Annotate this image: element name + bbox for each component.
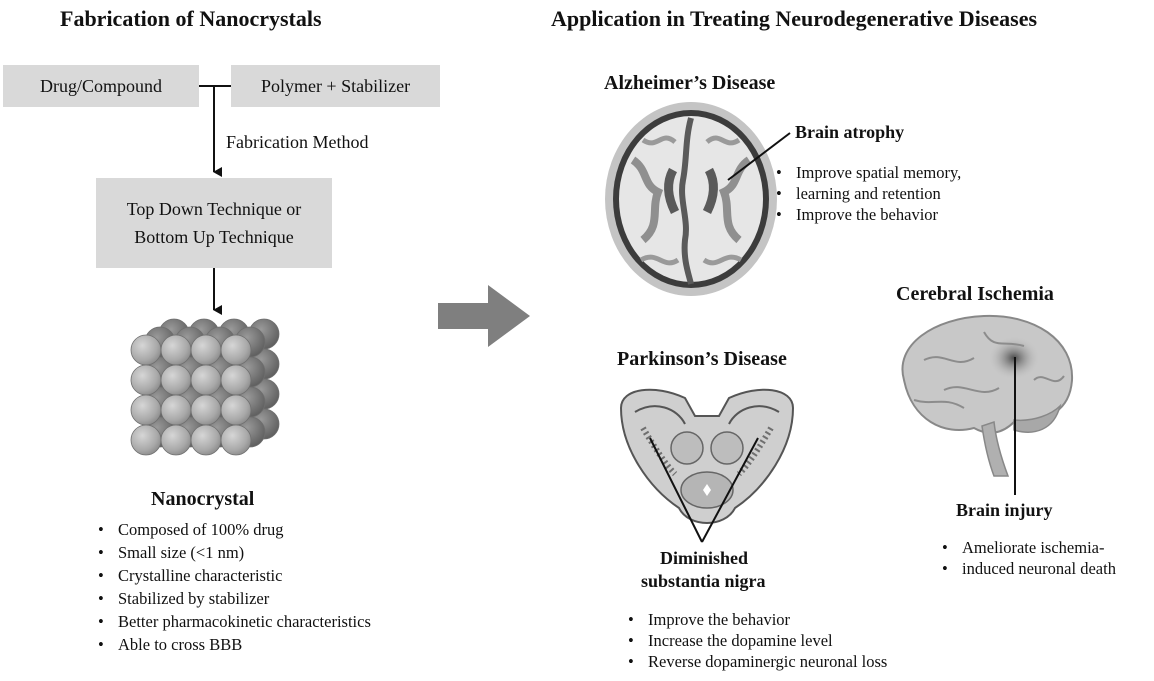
big-right-arrow-icon [438, 285, 530, 347]
nanocrystal-title: Nanocrystal [151, 488, 255, 510]
substantia-nigra-label-line-2: substantia nigra [641, 571, 766, 591]
fabrication-connectors [199, 85, 231, 315]
nanocrystal-cube-illustration [130, 318, 280, 456]
list-item: Better pharmacokinetic characteristics [96, 610, 371, 633]
parkinsons-midbrain-illustration [619, 388, 795, 524]
alzheimers-title: Alzheimer’s Disease [604, 72, 776, 94]
fabrication-title: Fabrication of Nanocrystals [60, 6, 322, 31]
list-item: Reverse dopaminergic neuronal loss [626, 651, 887, 672]
nanocrystal-sphere [220, 334, 252, 366]
ischemia-title: Cerebral Ischemia [896, 283, 1054, 305]
nanocrystal-sphere [130, 364, 162, 396]
nanocrystal-sphere [130, 394, 162, 426]
parkinsons-callout-lines [649, 437, 759, 543]
alzheimers-callout-line [727, 132, 791, 181]
polymer-stabilizer-label: Polymer + Stabilizer [260, 76, 411, 96]
nanocrystal-sphere [190, 334, 222, 366]
nanocrystal-sphere [190, 424, 222, 456]
technique-line-2: Bottom Up Technique [134, 227, 294, 247]
brain-injury-label: Brain injury [956, 500, 1053, 520]
list-item: Able to cross BBB [96, 633, 371, 656]
nanocrystal-spheres [130, 318, 280, 456]
drug-compound-box: Drug/Compound [3, 65, 199, 107]
nanocrystal-sphere [160, 334, 192, 366]
list-item-continuation: induced neuronal death [940, 558, 1116, 579]
technique-line-1: Top Down Technique or [126, 199, 302, 219]
nanocrystal-sphere [160, 394, 192, 426]
list-item: Improve the behavior [626, 609, 887, 630]
list-item: Improve spatial memory, [774, 162, 961, 183]
alzheimers-brain-illustration [605, 102, 777, 296]
list-item-continuation: learning and retention [774, 183, 961, 204]
list-item: Ameliorate ischemia- [940, 537, 1116, 558]
nanocrystal-sphere [220, 424, 252, 456]
list-item: Increase the dopamine level [626, 630, 887, 651]
nanocrystal-bullets: Composed of 100% drug Small size (<1 nm)… [96, 518, 371, 656]
ischemia-callout-line [1014, 357, 1016, 495]
alzheimers-bullets: Improve spatial memory, learning and ret… [774, 162, 961, 225]
nanocrystal-sphere [160, 424, 192, 456]
nanocrystal-sphere [160, 364, 192, 396]
list-item: Improve the behavior [774, 204, 961, 225]
nanocrystal-sphere [190, 364, 222, 396]
fabrication-method-label: Fabrication Method [226, 132, 369, 152]
ischemia-brain-illustration [901, 314, 1074, 477]
nanocrystal-sphere [130, 334, 162, 366]
substantia-nigra-label-line-1: Diminished [660, 548, 749, 568]
application-title: Application in Treating Neurodegenerativ… [551, 6, 1038, 31]
nanocrystal-sphere [130, 424, 162, 456]
nanocrystal-sphere [220, 364, 252, 396]
list-item: Stabilized by stabilizer [96, 587, 371, 610]
parkinsons-bullets: Improve the behavior Increase the dopami… [626, 609, 887, 672]
nanocrystal-sphere [220, 394, 252, 426]
list-item: Crystalline characteristic [96, 564, 371, 587]
drug-compound-label: Drug/Compound [39, 76, 162, 96]
parkinsons-title: Parkinson’s Disease [617, 348, 787, 370]
brain-atrophy-label: Brain atrophy [795, 122, 905, 142]
nanocrystal-sphere [190, 394, 222, 426]
list-item: Composed of 100% drug [96, 518, 371, 541]
polymer-stabilizer-box: Polymer + Stabilizer [231, 65, 440, 107]
list-item: Small size (<1 nm) [96, 541, 371, 564]
ischemia-bullets: Ameliorate ischemia- induced neuronal de… [940, 537, 1116, 579]
technique-box: Top Down Technique or Bottom Up Techniqu… [96, 178, 332, 268]
